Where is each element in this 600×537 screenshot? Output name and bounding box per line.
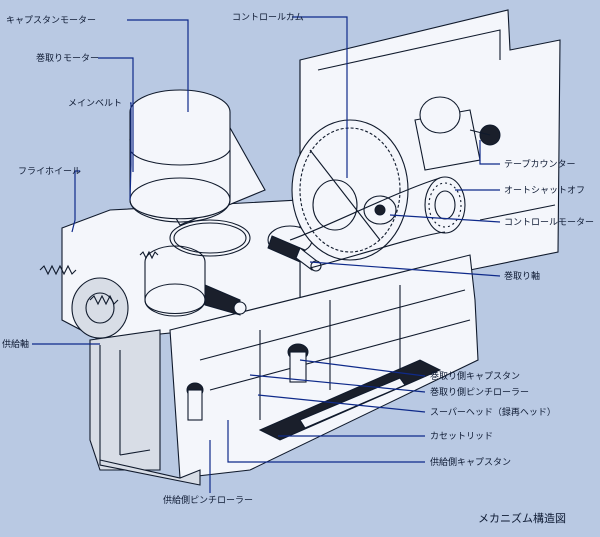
cassette-lid [258,359,442,441]
label-super-head: スーパーヘッド（録再ヘッド） [430,406,556,418]
label-supply-pinch-roller: 供給側ピンチローラー [163,494,253,506]
springs [39,250,159,306]
label-supply-capstan: 供給側キャプスタン [430,456,511,468]
cassette-deck-body [169,254,479,479]
label-takeup-motor: 巻取りモーター [36,52,99,64]
label-main-belt: メインベルト [68,99,122,109]
main-belt [169,219,251,257]
flywheel [71,277,129,339]
label-supply-shaft: 供給軸 [2,338,29,350]
bottom-base [99,449,201,486]
label-capstan-motor: キャプスタンモーター [6,15,96,26]
label-cassette-lid: カセットリッド [430,431,493,442]
label-takeup-capstan: 巻取り側キャプスタン [430,370,520,382]
control-cam [291,119,409,261]
label-takeup-shaft: 巻取り軸 [504,270,540,282]
supply-capstan-assembly [186,382,204,421]
callout-labels: キャプスタンモーター 巻取りモーター メインベルト フライホイール 供給軸 コン… [2,12,594,525]
label-tape-counter: テープカウンター [504,159,575,170]
control-motor [363,195,397,225]
capstan-motor [129,89,266,226]
label-flywheel: フライホイール [18,166,81,177]
leader-lines [32,16,501,493]
diagram-caption: メカニズム構造図 [478,511,566,525]
takeup-motor [144,245,247,317]
label-takeup-pinch-roller: 巻取り側ピンチローラー [430,386,529,398]
takeup-capstan-assembly [287,343,309,383]
tape-counter [414,96,501,171]
label-control-motor: コントロールモーター [504,217,594,228]
label-auto-shutoff: オートシャットオフ [504,185,585,196]
auto-shutoff-pulley [424,176,466,234]
label-control-cam: コントロールカム [232,12,304,23]
